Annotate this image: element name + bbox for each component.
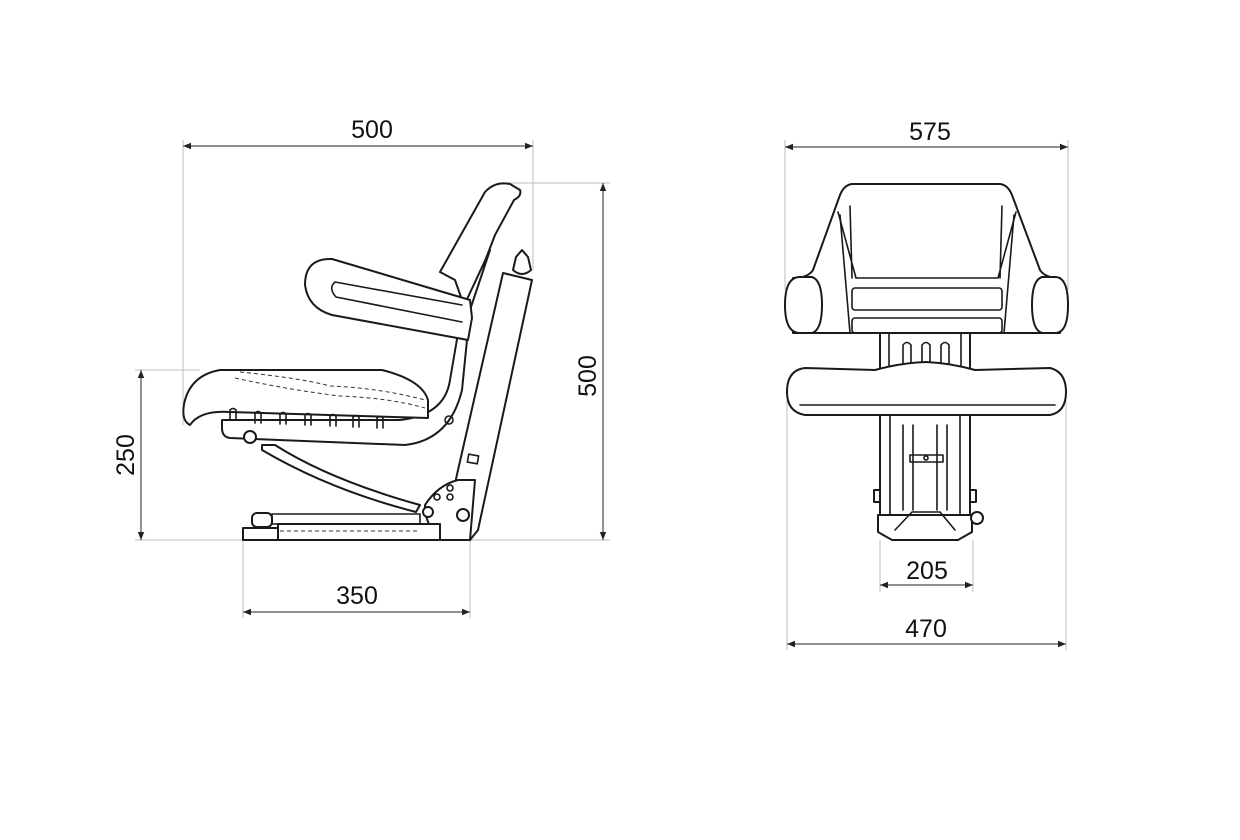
cushion-ribs (229, 407, 384, 429)
dim-label: 350 (336, 582, 378, 610)
dim-base-length: 350 (243, 582, 470, 616)
seat-frame (221, 249, 491, 446)
dim-overall-width: 575 (785, 118, 1068, 151)
dim-seat-height: 250 (112, 370, 145, 540)
dim-label: 205 (906, 557, 948, 585)
dim-base-width: 205 (880, 557, 973, 589)
pivot-bolt (243, 430, 257, 444)
dim-label: 575 (909, 118, 951, 146)
front-view: 575 205 470 (784, 118, 1069, 650)
dim-label: 250 (112, 434, 140, 476)
seat-cushion (182, 369, 429, 426)
adjust-knob (970, 511, 984, 525)
slide-rail (242, 512, 441, 541)
armrest (304, 257, 473, 341)
backrest-panel (851, 287, 1003, 311)
dim-label: 500 (574, 355, 602, 397)
dim-label: 470 (905, 615, 947, 643)
dim-overall-depth: 500 (183, 116, 533, 150)
column-slot (466, 453, 480, 465)
column-cap (512, 249, 532, 275)
rail-handle (251, 512, 273, 528)
front-base (877, 514, 973, 541)
dim-overall-height: 500 (574, 183, 607, 540)
left-armrest (784, 276, 823, 334)
front-seat-cushion (786, 361, 1067, 416)
base-bolt (456, 508, 470, 522)
front-extension-lines (784, 140, 1069, 650)
armrest-inner (330, 281, 463, 323)
side-view: 500 500 250 350 (112, 116, 610, 618)
front-backrest (792, 183, 1061, 334)
front-column-lower (879, 414, 971, 526)
right-armrest (1031, 276, 1069, 334)
dim-seat-width: 470 (787, 615, 1066, 648)
dim-label: 500 (351, 116, 393, 144)
suspension-link (261, 444, 421, 513)
backrest (439, 182, 522, 301)
